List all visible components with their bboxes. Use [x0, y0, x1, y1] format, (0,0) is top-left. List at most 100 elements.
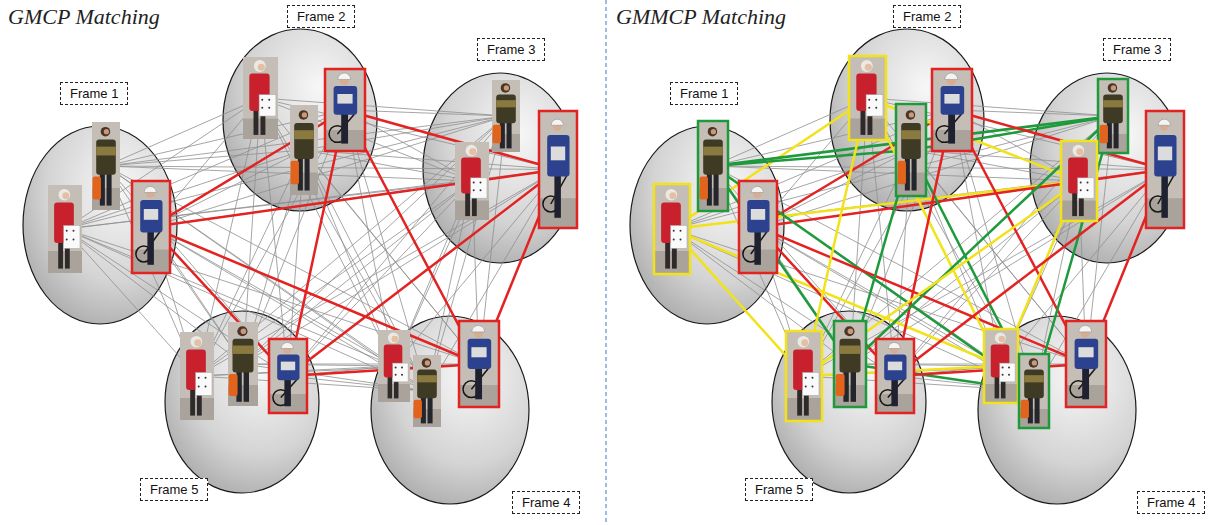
- jacket: [703, 140, 723, 175]
- jacket-patch: [751, 209, 765, 220]
- face: [62, 192, 69, 199]
- crop-background: [492, 80, 520, 152]
- white-hair: [798, 336, 810, 348]
- jacket-band: [496, 100, 516, 107]
- head: [501, 83, 511, 93]
- jacket: [233, 339, 254, 373]
- frame-label: Frame 5: [150, 482, 198, 497]
- leg: [341, 110, 348, 144]
- leg: [797, 387, 802, 416]
- bag-dot: [673, 230, 675, 232]
- frame-ellipse-shape: [223, 29, 377, 211]
- face: [302, 112, 307, 117]
- blue-jacket: [941, 86, 965, 115]
- jacket-band: [233, 346, 254, 354]
- bag-dot: [875, 107, 877, 109]
- leg: [1035, 395, 1040, 424]
- highlight-box: [325, 69, 365, 151]
- white-bag: [803, 372, 819, 395]
- leg: [1114, 120, 1119, 149]
- frame-ellipse-shape: [978, 316, 1136, 504]
- blue-jacket: [884, 354, 906, 380]
- frame-label-box: Frame 5: [745, 478, 813, 501]
- white-bag: [1078, 178, 1094, 198]
- face: [865, 64, 872, 71]
- face: [848, 328, 854, 334]
- leg: [190, 387, 195, 416]
- jacket-patch: [888, 362, 902, 371]
- white-bag: [866, 95, 883, 116]
- face: [504, 85, 509, 90]
- bag-dot: [805, 377, 807, 379]
- leg: [554, 170, 560, 218]
- bag-dot: [66, 230, 68, 232]
- leg: [948, 110, 955, 144]
- frame-ellipse-shape: [165, 311, 319, 493]
- white-helmet: [144, 186, 156, 192]
- crop-background: [455, 142, 489, 220]
- head: [422, 358, 432, 368]
- frame-label: Frame 4: [522, 495, 570, 510]
- panel-divider: [605, 0, 606, 525]
- head: [708, 127, 718, 137]
- frame-label-box: Frame 2: [287, 5, 355, 28]
- leg: [851, 368, 856, 402]
- frame-label: Frame 1: [680, 86, 728, 101]
- white-hair: [995, 332, 1006, 343]
- bag-dot: [1087, 182, 1089, 184]
- crop-background: [243, 57, 278, 139]
- frame-ellipse-shape: [772, 311, 926, 493]
- crop-background: [180, 332, 214, 420]
- person-crop: [290, 105, 318, 195]
- bag-dot: [401, 366, 403, 368]
- leg: [107, 170, 112, 205]
- frame-label-box: Frame 4: [1137, 491, 1205, 514]
- jacket-patch: [944, 94, 959, 104]
- blue-jacket: [334, 86, 358, 115]
- jacket-patch: [144, 209, 158, 220]
- white-helmet: [888, 342, 900, 348]
- highlight-box: [876, 339, 914, 413]
- leg: [1082, 364, 1089, 399]
- white-helmet: [338, 73, 351, 79]
- white-bag: [196, 372, 212, 395]
- face: [1111, 85, 1116, 90]
- jacket-band: [294, 130, 314, 139]
- candidate-edge: [261, 98, 428, 391]
- jacket: [96, 140, 116, 175]
- highlight-box: [739, 181, 777, 273]
- person-crop: [933, 70, 971, 150]
- crop-background: [1099, 80, 1127, 152]
- person-crop: [850, 57, 885, 139]
- person-crop: [985, 330, 1017, 402]
- bag-dot: [480, 189, 482, 191]
- jacket-patch: [1158, 147, 1172, 161]
- person-crop: [48, 185, 82, 273]
- bag-dot: [1002, 374, 1004, 376]
- leg: [665, 240, 670, 269]
- bag-dot: [261, 99, 263, 101]
- bag-dot: [868, 107, 870, 109]
- white-bag: [671, 225, 687, 248]
- person-crop: [378, 330, 410, 402]
- highlight-box: [984, 329, 1018, 403]
- blue-jacket: [547, 135, 569, 176]
- frame-label-box: Frame 4: [512, 491, 580, 514]
- frame-label-box: Frame 3: [1103, 38, 1171, 61]
- crop-background: [740, 182, 776, 272]
- head: [906, 110, 916, 120]
- highlight-box: [1061, 141, 1097, 221]
- crop-background: [877, 340, 913, 412]
- bag-dot: [73, 230, 75, 232]
- frame-label: Frame 2: [903, 9, 951, 24]
- orange-bag: [898, 161, 906, 184]
- candidate-edge: [758, 116, 1113, 227]
- person-crop: [270, 340, 306, 412]
- crop-background: [835, 322, 865, 406]
- leg: [244, 368, 249, 402]
- face: [391, 336, 398, 343]
- frame-ellipse-shape: [630, 126, 784, 324]
- orange-bag: [1100, 125, 1108, 144]
- jacket: [1103, 94, 1123, 123]
- crop-background: [92, 122, 120, 210]
